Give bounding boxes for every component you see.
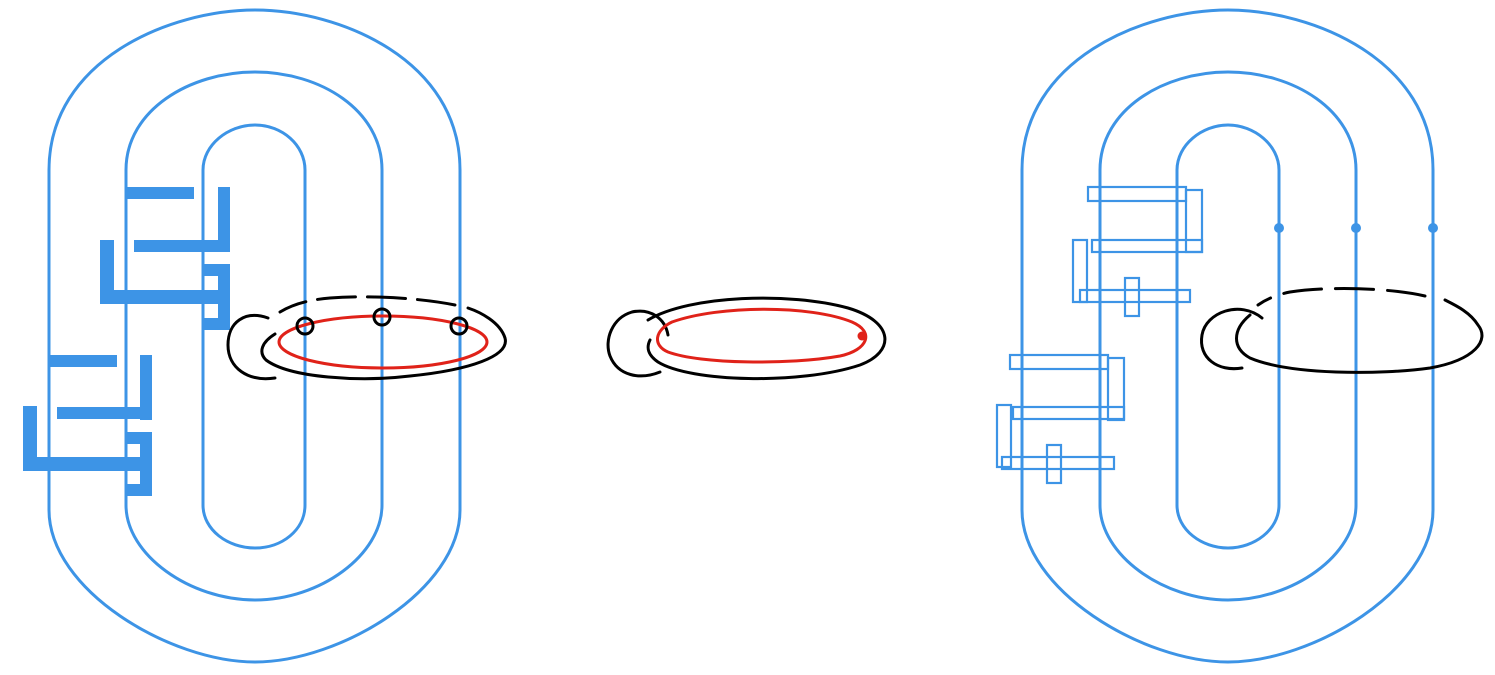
ribbon xyxy=(1045,443,1063,485)
ribbon xyxy=(1184,188,1204,254)
band xyxy=(203,318,230,330)
band xyxy=(140,355,152,420)
right-lower-ribbons xyxy=(995,353,1126,485)
left-small-circle-1 xyxy=(295,316,315,336)
right-middle-loop xyxy=(1098,70,1358,602)
left-lower-bands xyxy=(23,355,152,496)
band xyxy=(218,187,230,252)
middle-red-dot xyxy=(857,331,867,341)
band xyxy=(49,355,117,367)
ribbon xyxy=(1078,288,1192,304)
band xyxy=(218,264,230,330)
ribbon xyxy=(1011,405,1126,421)
left-ellipse-back xyxy=(278,295,457,314)
ribbon xyxy=(1008,353,1110,371)
ribbon xyxy=(1090,238,1204,254)
left-red-ellipse xyxy=(277,314,489,370)
ribbon xyxy=(1123,276,1141,318)
middle-diagram xyxy=(606,296,887,381)
right-outer-loop xyxy=(1020,8,1435,664)
band xyxy=(23,457,141,471)
left-small-circle-3 xyxy=(449,316,469,336)
left-meridian-circle xyxy=(226,314,277,381)
right-ellipse-front xyxy=(1235,298,1484,374)
band xyxy=(126,484,152,496)
right-blue-dot-1 xyxy=(1274,223,1284,233)
ribbon xyxy=(1086,185,1188,203)
left-upper-bands xyxy=(100,187,230,330)
band xyxy=(57,407,152,419)
middle-red-ellipse xyxy=(656,307,868,364)
right-ellipse-back xyxy=(1256,287,1427,307)
band xyxy=(126,187,194,199)
ribbon xyxy=(1106,356,1126,422)
left-middle-loop xyxy=(124,70,384,602)
band xyxy=(134,240,230,252)
left-outer-loop xyxy=(47,8,462,664)
left-small-circle-2 xyxy=(372,307,392,327)
right-blue-dot-2 xyxy=(1351,223,1361,233)
middle-ellipse xyxy=(646,296,887,381)
ribbon xyxy=(995,403,1013,469)
right-meridian-circle xyxy=(1200,307,1264,371)
band xyxy=(23,406,37,470)
right-upper-ribbons xyxy=(1071,185,1204,318)
band xyxy=(100,240,114,304)
left-diagram xyxy=(23,8,507,664)
ribbon xyxy=(1000,455,1116,471)
left-inner-loop xyxy=(201,123,307,550)
band xyxy=(140,432,152,496)
right-diagram xyxy=(995,8,1484,664)
band xyxy=(100,290,218,304)
right-blue-dot-3 xyxy=(1428,223,1438,233)
left-ellipse-front xyxy=(260,306,507,381)
right-inner-loop xyxy=(1175,123,1281,550)
